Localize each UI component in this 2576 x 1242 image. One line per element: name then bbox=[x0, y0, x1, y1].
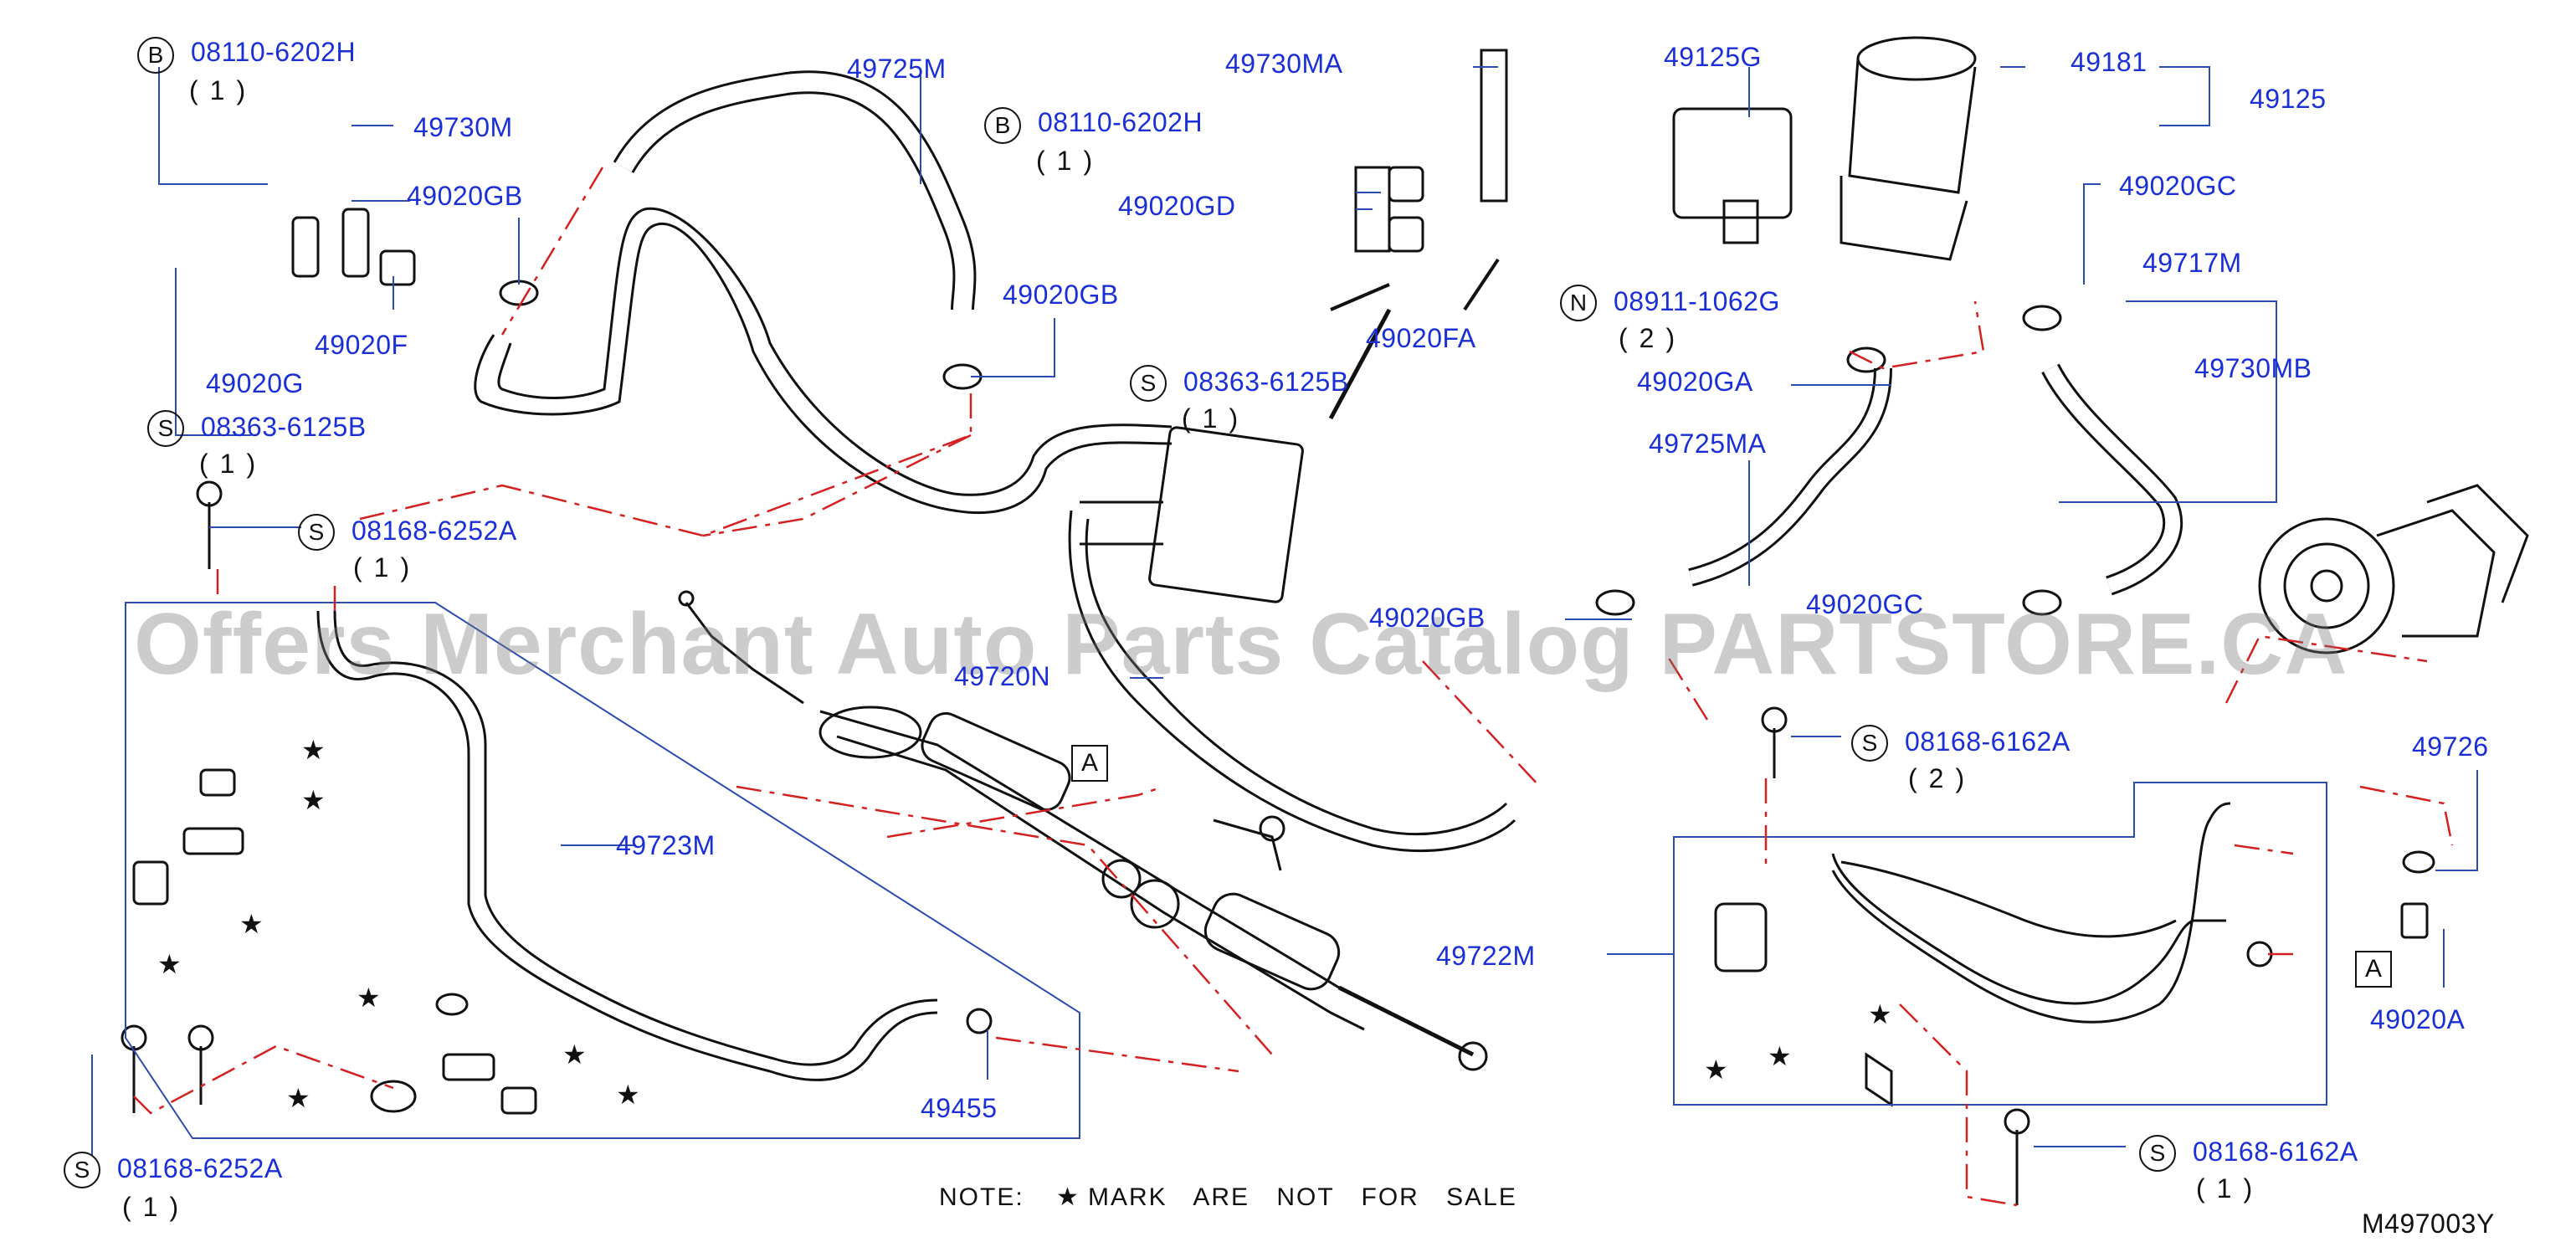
part-49020gc-b[interactable]: 49020GC bbox=[1806, 589, 1924, 619]
part-49717m[interactable]: 49717M bbox=[2142, 248, 2242, 278]
callout-s5-part[interactable]: 08168-6162A bbox=[1905, 726, 2071, 757]
part-49020ga[interactable]: 49020GA bbox=[1637, 367, 1753, 397]
callout-s1-part[interactable]: 08363-6125B bbox=[201, 412, 367, 442]
callout-s4-qty: (1) bbox=[122, 1192, 191, 1222]
part-49730mb[interactable]: 49730MB bbox=[2194, 353, 2312, 383]
callout-s2-qty: (1) bbox=[353, 552, 422, 583]
callout-b1-mark: B bbox=[137, 37, 174, 74]
callout-b1-qty: (1) bbox=[189, 75, 258, 105]
part-49725m[interactable]: 49725M bbox=[847, 54, 947, 84]
hose-49722m bbox=[1831, 853, 2226, 1005]
callout-n1-qty: (2) bbox=[1619, 323, 1687, 353]
watermark: Offers Merchant Auto Parts Catalog PARTS… bbox=[134, 596, 2348, 693]
part-49020f[interactable]: 49020F bbox=[315, 330, 408, 360]
power-steering-pump bbox=[2258, 484, 2529, 654]
star-mark: ★ bbox=[239, 909, 264, 939]
ref-a-box-2: A bbox=[2355, 951, 2392, 988]
diagram-code: M497003Y bbox=[2362, 1209, 2495, 1239]
part-49125g[interactable]: 49125G bbox=[1664, 42, 1762, 72]
part-49723m[interactable]: 49723M bbox=[616, 830, 716, 860]
part-49725ma[interactable]: 49725MA bbox=[1649, 429, 1767, 459]
star-mark: ★ bbox=[301, 785, 326, 815]
star-mark: ★ bbox=[157, 949, 182, 979]
callout-s4-mark: S bbox=[64, 1152, 100, 1188]
callout-b2-mark: B bbox=[984, 107, 1021, 144]
part-49730ma[interactable]: 49730MA bbox=[1225, 49, 1343, 79]
part-49020gb-b[interactable]: 49020GB bbox=[1003, 280, 1119, 310]
star-mark: ★ bbox=[562, 1039, 587, 1070]
part-49455[interactable]: 49455 bbox=[921, 1093, 998, 1123]
part-49020gd[interactable]: 49020GD bbox=[1118, 191, 1236, 221]
star-mark: ★ bbox=[357, 983, 381, 1013]
callout-b2-part[interactable]: 08110-6202H bbox=[1038, 107, 1203, 137]
callout-s6-qty: (1) bbox=[2196, 1173, 2265, 1204]
star-mark: ★ bbox=[301, 735, 326, 765]
star-mark: ★ bbox=[286, 1083, 310, 1113]
callout-b2-qty: (1) bbox=[1036, 146, 1105, 176]
part-49125[interactable]: 49125 bbox=[2250, 84, 2327, 114]
part-49730m[interactable]: 49730M bbox=[413, 112, 513, 142]
part-49020g[interactable]: 49020G bbox=[206, 368, 304, 398]
part-49720n[interactable]: 49720N bbox=[954, 661, 1051, 691]
hose-49725ma bbox=[1688, 367, 1892, 587]
part-49722m[interactable]: 49722M bbox=[1436, 941, 1536, 971]
note-prefix: NOTE: bbox=[939, 1183, 1024, 1211]
star-mark: ★ bbox=[1868, 999, 1892, 1029]
callout-s1-mark: S bbox=[147, 410, 184, 447]
note-star: ★ bbox=[1056, 1183, 1080, 1211]
return-pipe-upper bbox=[474, 223, 1173, 515]
part-49020gb-a[interactable]: 49020GB bbox=[407, 181, 523, 211]
callout-s5-mark: S bbox=[1851, 725, 1888, 762]
star-mark: ★ bbox=[1768, 1041, 1792, 1071]
callout-s3-part[interactable]: 08363-6125B bbox=[1183, 367, 1349, 397]
callout-s3-mark: S bbox=[1130, 365, 1167, 402]
callout-s5-qty: (2) bbox=[1908, 763, 1977, 793]
hose-49723m bbox=[316, 610, 938, 1081]
part-49020gb-c[interactable]: 49020GB bbox=[1369, 603, 1486, 633]
steering-gear-assembly bbox=[678, 590, 1488, 1071]
reservoir-assembly bbox=[1672, 36, 1977, 261]
star-mark: ★ bbox=[616, 1080, 640, 1110]
part-49020a[interactable]: 49020A bbox=[2370, 1004, 2466, 1034]
callout-b1-part[interactable]: 08110-6202H bbox=[191, 37, 357, 67]
callout-s6-mark: S bbox=[2139, 1135, 2176, 1172]
callout-n1-mark: N bbox=[1560, 285, 1597, 321]
callout-s3-qty: (1) bbox=[1182, 403, 1250, 434]
part-49726[interactable]: 49726 bbox=[2412, 731, 2489, 762]
part-49020fa[interactable]: 49020FA bbox=[1366, 323, 1476, 353]
callout-s6-part[interactable]: 08168-6162A bbox=[2193, 1137, 2358, 1167]
part-49181[interactable]: 49181 bbox=[2071, 47, 2148, 77]
oil-cooler bbox=[1148, 426, 1304, 603]
ref-a-box-1: A bbox=[1071, 745, 1108, 782]
callout-s4-part[interactable]: 08168-6252A bbox=[117, 1153, 283, 1183]
note-text: MARK ARE NOT FOR SALE bbox=[1088, 1183, 1517, 1211]
callout-n1-part[interactable]: 08911-1062G bbox=[1614, 286, 1780, 316]
callout-s2-part[interactable]: 08168-6252A bbox=[352, 516, 517, 546]
callout-s1-qty: (1) bbox=[199, 449, 268, 479]
part-49020gc-a[interactable]: 49020GC bbox=[2119, 171, 2237, 201]
star-mark: ★ bbox=[1704, 1055, 1728, 1085]
callout-s2-mark: S bbox=[298, 514, 335, 551]
